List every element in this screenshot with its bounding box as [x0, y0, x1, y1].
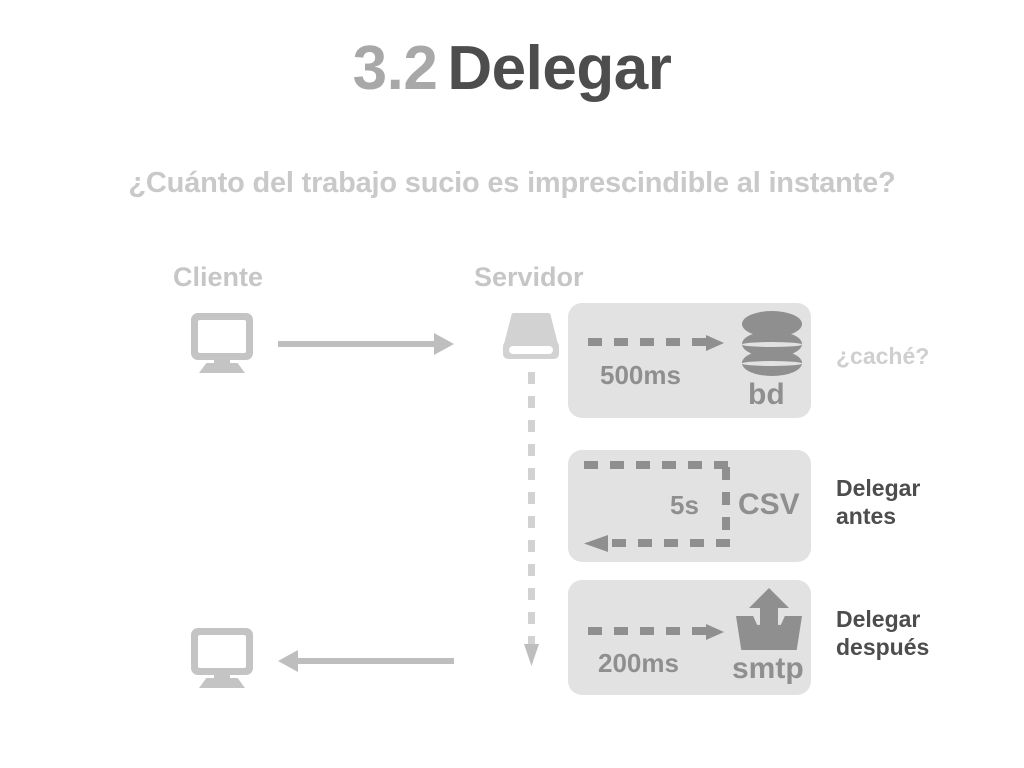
title-word: Delegar	[447, 34, 672, 103]
arrow-shaft	[296, 658, 454, 664]
database-icon	[742, 311, 802, 377]
dashed-loop-return-icon	[584, 461, 738, 552]
dashed-segment-right	[722, 467, 730, 547]
monitor-screen	[198, 635, 246, 668]
database-groove	[742, 361, 802, 366]
annotation-delegar-despues: Delegar después	[836, 606, 930, 661]
dashed-line	[588, 627, 706, 635]
latency-label-smtp: 200ms	[598, 648, 679, 678]
annotation-cache: ¿caché?	[836, 343, 930, 369]
timeline-dashes	[528, 372, 535, 646]
timeline-arrow-head	[524, 644, 539, 666]
upload-arrow-stem	[760, 600, 778, 632]
hard-drive-icon	[503, 313, 559, 361]
annotation-delegar-antes: Delegar antes	[836, 475, 921, 530]
monitor-screen	[198, 320, 246, 353]
column-label-client: Cliente	[173, 262, 264, 292]
arrow-head	[278, 650, 298, 672]
monitor-icon	[191, 313, 253, 375]
dashed-line	[588, 338, 706, 346]
service-label-smtp: smtp	[732, 652, 804, 685]
column-label-server: Servidor	[474, 262, 584, 292]
upload-arrow-head	[749, 588, 789, 608]
arrow-left-icon	[278, 650, 454, 672]
arrow-right-icon	[278, 333, 454, 355]
database-groove	[742, 342, 802, 347]
dashed-arrow-head	[706, 335, 724, 351]
hard-drive-slot	[509, 346, 553, 354]
monitor-stand-base	[199, 363, 245, 373]
arrow-head	[434, 333, 454, 355]
outbox-upload-icon	[736, 588, 802, 650]
latency-label-csv: 5s	[670, 490, 699, 520]
dashed-arrow-right-icon	[588, 335, 724, 351]
service-label-bd: bd	[748, 378, 785, 411]
dashed-arrow-head	[706, 624, 724, 640]
dashed-segment-bottom	[606, 539, 730, 547]
monitor-stand-neck	[214, 357, 230, 366]
latency-label-bd: 500ms	[600, 360, 681, 390]
page-subtitle: ¿Cuánto del trabajo sucio es imprescindi…	[128, 167, 896, 199]
title-number: 3.2	[352, 34, 438, 103]
dashed-segment-top	[584, 461, 730, 469]
monitor-stand-neck	[214, 672, 230, 681]
dashed-arrow-right-icon	[588, 624, 724, 640]
dashed-arrow-head	[584, 535, 608, 552]
timeline-dashed-arrow-down-icon	[524, 372, 539, 672]
monitor-icon	[191, 628, 253, 690]
monitor-stand-base	[199, 678, 245, 688]
service-label-csv: CSV	[738, 488, 800, 521]
arrow-shaft	[278, 341, 436, 347]
